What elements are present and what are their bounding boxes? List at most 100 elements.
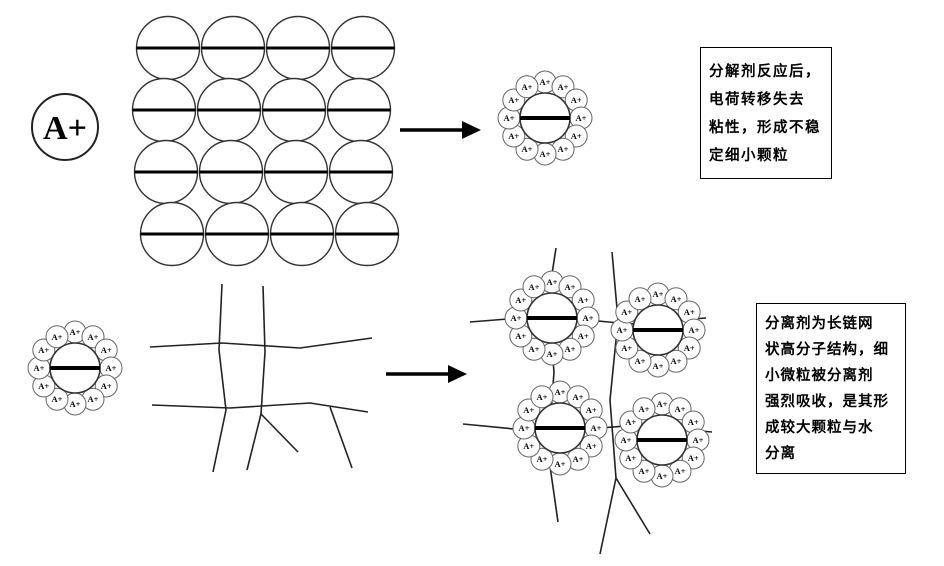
shell-ion-label: A+ [537,454,548,464]
shell-ion-circle [632,397,656,421]
grid-particle [330,15,396,81]
grid-particle [200,15,266,81]
shell-ion-label: A+ [529,344,540,354]
grid-particle [204,201,270,267]
shell-ion-label: A+ [586,441,597,451]
grid-particle [139,201,205,267]
shell-ion-circle [628,287,652,311]
shell-ion-label: A+ [529,282,540,292]
shell-ion-label: A+ [558,82,569,92]
shell-ion-label: A+ [635,294,646,304]
shell-ion-label: A+ [639,404,650,414]
annotation-line: 分离剂为长链网 [765,316,874,332]
shell-ion-label: A+ [573,454,584,464]
shell-ion-label: A+ [657,471,668,481]
shell-ion-label: A+ [38,381,49,391]
annotation-line: 成较大颗粒与水 [765,420,874,436]
grid-particle [265,15,331,81]
shell-ion-label: A+ [106,363,117,373]
shell-ion-label: A+ [565,344,576,354]
shell-ion-circle [515,75,539,99]
shell-ion-label: A+ [555,387,566,397]
bottom-arrow [386,365,467,383]
shell-ion-label: A+ [657,399,668,409]
shell-ion-label: A+ [34,363,45,373]
annotation-line: 分解剂反应后， [709,64,821,80]
grid-particle [133,139,199,205]
shell-ion-label: A+ [558,144,569,154]
shell-ion-label: A+ [504,113,515,123]
shell-ion-label: A+ [625,453,636,463]
grid-particle [131,77,197,143]
shell-ion-label: A+ [625,417,636,427]
shell-ion-label: A+ [578,331,589,341]
network-line [599,251,619,555]
shell-ion-label: A+ [70,327,81,337]
particle-grid [131,15,400,267]
coated-particle: A+A+A+A+A+A+A+A+A+A+A+A+ [497,70,593,166]
shell-ion-label: A+ [88,332,99,342]
shell-ion-label: A+ [523,441,534,451]
polymer-network-left [149,283,373,473]
shell-ion-label: A+ [688,417,699,427]
grid-particle [135,15,201,81]
shell-ion-label: A+ [101,381,112,391]
shell-ion-label: A+ [684,343,695,353]
coated-particle: A+A+A+A+A+A+A+A+A+A+A+A+ [504,270,600,366]
arrow-head [462,121,481,139]
shell-ion-label: A+ [540,149,551,159]
grid-particle [196,77,262,143]
grid-particle [263,139,329,205]
shell-ion-label: A+ [70,399,81,409]
annotation-line: 分离 [765,446,796,462]
shell-ion-label: A+ [537,392,548,402]
free-ion: A+ [31,93,99,161]
shell-ion-label: A+ [675,404,686,414]
annotation-line: 定细小颗粒 [709,148,789,164]
shell-ion-label: A+ [635,356,646,366]
shell-ion-label: A+ [639,466,650,476]
shell-ion-label: A+ [583,313,594,323]
shell-ion-label: A+ [571,95,582,105]
grid-particle [334,201,400,267]
shell-ion-label: A+ [38,345,49,355]
shell-ion-label: A+ [675,466,686,476]
grid-particle [261,77,327,143]
free-ion-label: A+ [43,110,87,147]
shell-ion-label: A+ [515,295,526,305]
coated-particle: A+A+A+A+A+A+A+A+A+A+A+A+ [610,282,706,378]
shell-ion-label: A+ [617,325,628,335]
shell-ion-label: A+ [565,282,576,292]
shell-ion-label: A+ [555,459,566,469]
shell-ion-label: A+ [508,95,519,105]
network-line [260,285,266,415]
shell-ion-label: A+ [684,307,695,317]
shell-ion-label: A+ [621,343,632,353]
shell-ion-label: A+ [523,405,534,415]
network-line [615,477,651,535]
shell-ion-label: A+ [522,82,533,92]
shell-ion-label: A+ [573,392,584,402]
network-line [329,406,353,469]
coated-particle: A+A+A+A+A+A+A+A+A+A+A+A+ [27,320,123,416]
shell-ion-label: A+ [547,349,558,359]
annotation-top: 分解剂反应后， 电荷转移失去 粘性，形成不稳 定细小颗粒 [700,47,832,179]
coated-particle: A+A+A+A+A+A+A+A+A+A+A+A+ [614,392,710,488]
shell-ion-label: A+ [671,356,682,366]
grid-particle [328,139,394,205]
shell-ion-label: A+ [508,131,519,141]
shell-ion-label: A+ [540,77,551,87]
shell-ion-circle [530,385,554,409]
shell-ion-label: A+ [653,361,664,371]
shell-ion-label: A+ [88,394,99,404]
annotation-line: 电荷转移失去 [709,92,805,108]
shell-ion-label: A+ [688,453,699,463]
shell-ion-label: A+ [693,435,704,445]
shell-ion-label: A+ [689,325,700,335]
coated-particles-layer: A+A+A+A+A+A+A+A+A+A+A+A+A+A+A+A+A+A+A+A+… [27,70,710,488]
shell-ion-label: A+ [519,423,530,433]
shell-ion-label: A+ [578,295,589,305]
grid-particle [269,201,335,267]
